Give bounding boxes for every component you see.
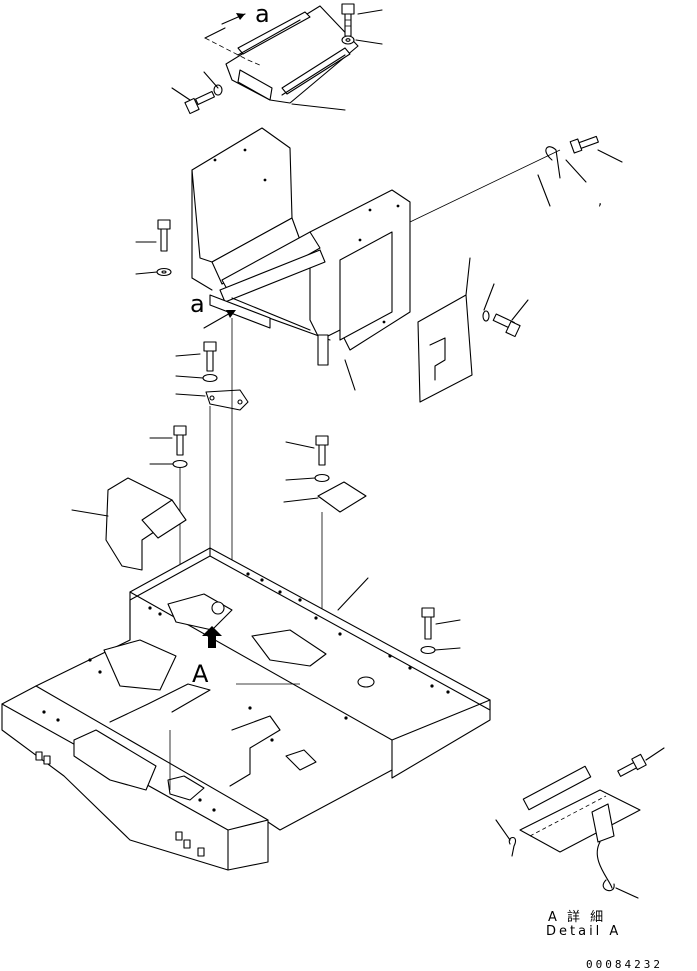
top-cover-plate xyxy=(204,5,359,111)
seat-stand-frame xyxy=(191,127,411,391)
bolt-icon xyxy=(617,747,665,777)
view-arrow-a-top xyxy=(221,13,246,25)
view-label-A: A xyxy=(192,660,209,688)
bolt-icon xyxy=(135,219,171,252)
bolt-icon xyxy=(175,341,217,372)
side-panel-plate xyxy=(417,257,473,403)
floor-frame xyxy=(1,547,491,871)
washer-icon xyxy=(341,35,383,45)
bolt-icon xyxy=(171,71,223,115)
washer-icon xyxy=(285,473,330,483)
detail-label-en: Detail A xyxy=(546,924,622,939)
view-arrow-a-mid xyxy=(203,310,236,329)
tick-mark: , xyxy=(598,194,606,209)
clip-icon xyxy=(537,135,623,207)
leader-line xyxy=(409,149,561,223)
view-arrow-A xyxy=(202,626,222,648)
washer-icon xyxy=(149,459,188,469)
washer-icon xyxy=(135,267,172,277)
cover-plate xyxy=(283,481,367,513)
bolt-icon xyxy=(421,607,461,640)
bolt-icon xyxy=(341,3,383,37)
bolt-icon xyxy=(285,435,329,466)
bolt-icon xyxy=(149,425,187,456)
gasket-plate xyxy=(175,389,249,411)
detail-label-jp: A 詳 細 xyxy=(548,910,607,925)
washer-icon xyxy=(420,645,461,655)
drawing-code: 00084232 xyxy=(586,958,663,971)
bolt-icon xyxy=(482,283,529,338)
view-label-a-top: a xyxy=(255,0,270,28)
view-label-a-mid: a xyxy=(190,290,205,318)
floor-holes xyxy=(42,572,450,812)
detail-a-hinge xyxy=(495,765,641,899)
side-cover xyxy=(71,477,187,571)
washer-icon xyxy=(175,373,218,383)
